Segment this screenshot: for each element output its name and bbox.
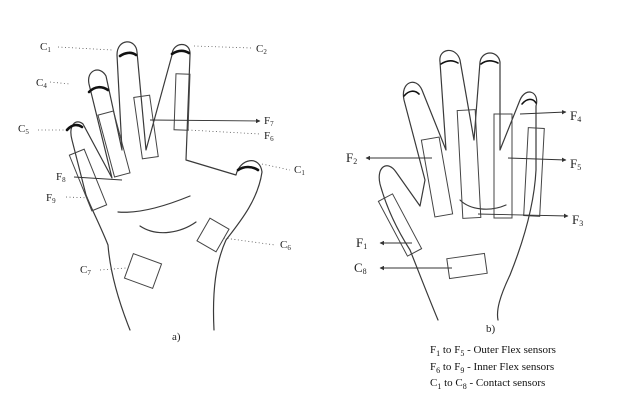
- label-c8: C8: [354, 260, 367, 276]
- label-c4: C4: [36, 77, 47, 90]
- label-f5: F5: [570, 156, 581, 172]
- label-c7: C7: [80, 264, 91, 277]
- legend-row-inner-flex: F6 to F9 - Inner Flex sensors: [430, 361, 556, 378]
- label-f3: F3: [572, 212, 583, 228]
- label-f2: F2: [346, 150, 357, 166]
- caption-b: b): [486, 323, 496, 335]
- fingernails-b: [404, 61, 536, 104]
- label-f1: F1: [356, 235, 367, 251]
- label-f9: F9: [46, 192, 56, 205]
- label-c5: C5: [18, 123, 29, 136]
- flex-sensors-b: [378, 110, 544, 279]
- leaders-a: [38, 46, 290, 270]
- label-f6: F6: [264, 130, 274, 143]
- legend-row-outer-flex: F1 to F5 - Outer Flex sensors: [430, 344, 556, 361]
- label-f4: F4: [570, 108, 581, 124]
- label-c2: C2: [256, 43, 267, 56]
- label-c6: C6: [280, 239, 291, 252]
- label-c1-thumb: C1: [294, 164, 305, 177]
- contact-pads-a: [124, 218, 229, 288]
- label-f7: F7: [264, 115, 274, 128]
- leaders-b: [366, 112, 568, 268]
- sensor-legend: F1 to F5 - Outer Flex sensors F6 to F9 -…: [430, 344, 556, 394]
- hand-a-outline: [71, 42, 262, 330]
- flex-sensors-a: [69, 74, 190, 211]
- label-f8: F8: [56, 171, 66, 184]
- label-c1-top: C1: [40, 41, 51, 54]
- caption-a: a): [172, 331, 181, 343]
- hand-b-outline: [379, 50, 537, 320]
- legend-row-contact: C1 to C8 - Contact sensors: [430, 377, 556, 394]
